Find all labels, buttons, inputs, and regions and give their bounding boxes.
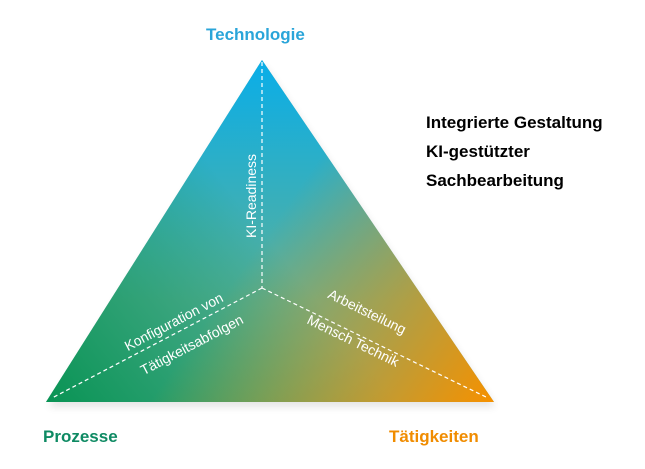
ki-readiness-label: KI-Readiness [243, 154, 259, 238]
diagram-title: Integrierte Gestaltung KI-gestützter Sac… [426, 108, 603, 195]
title-line-1: Integrierte Gestaltung [426, 113, 603, 132]
title-line-2: KI-gestützter [426, 142, 530, 161]
left-dashed-line [51, 287, 263, 399]
corner-label-prozesse: Prozesse [43, 427, 118, 446]
triangle-activity-gradient [46, 60, 494, 402]
title-line-3: Sachbearbeitung [426, 171, 564, 190]
corner-label-technologie: Technologie [206, 25, 305, 44]
corner-label-taetigkeiten: Tätigkeiten [389, 427, 479, 446]
